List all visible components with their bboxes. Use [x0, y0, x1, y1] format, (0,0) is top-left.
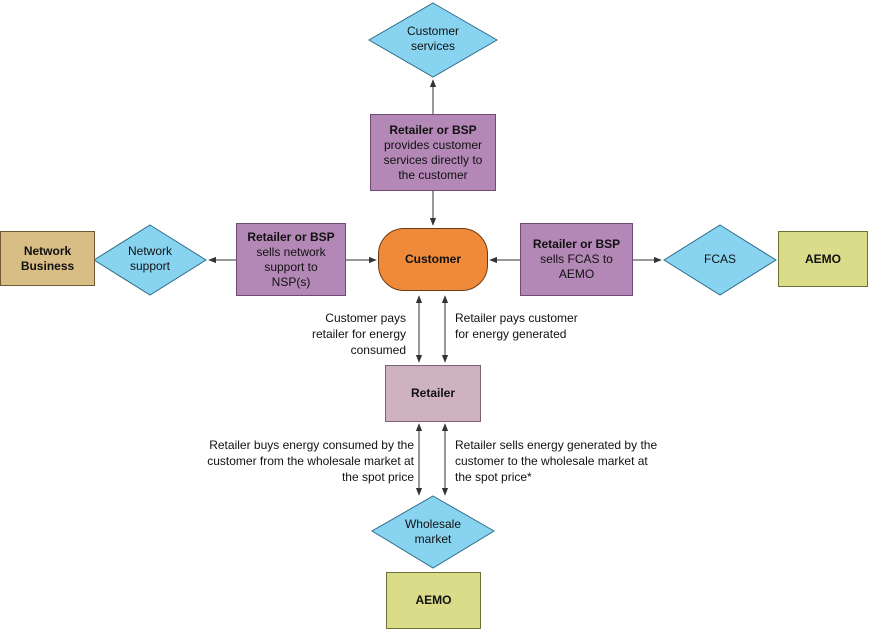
retailer-bsp-description: sells FCAS to AEMO — [540, 252, 613, 281]
retailer-bsp-fcas-box: Retailer or BSP sells FCAS to AEMO — [520, 223, 633, 296]
retailer-bsp-network-support-box: Retailer or BSP sells network support to… — [236, 223, 346, 296]
retailer-buys-label: Retailer buys energy consumed by the cus… — [207, 438, 414, 484]
customer-services-label: Customer services — [406, 24, 459, 53]
retailer-box: Retailer — [385, 365, 481, 422]
aemo-right-box: AEMO — [778, 231, 868, 287]
network-support-diamond — [93, 224, 207, 296]
aemo-label: AEMO — [805, 251, 841, 266]
retailer-label: Retailer — [410, 386, 456, 400]
customer-label: Customer — [404, 252, 461, 266]
aemo-label: AEMO — [415, 593, 452, 607]
retailer-bsp-title: Retailer or BSP — [532, 237, 621, 251]
retailer-pays-label: Retailer pays customer for energy genera… — [455, 311, 578, 341]
retailer-bsp-description: provides customer services directly to t… — [383, 137, 483, 182]
customer-services-diamond — [368, 2, 498, 78]
fcas-diamond — [663, 224, 777, 296]
network-business-label: Network Business — [20, 243, 75, 273]
retailer-bsp-description: sells network support to NSP(s) — [256, 244, 326, 289]
customer-pays-label: Customer pays retailer for energy consum… — [311, 311, 406, 357]
wholesale-market-diamond — [371, 495, 495, 569]
retailer-sells-label: Retailer sells energy generated by the c… — [455, 438, 658, 484]
retailer-bsp-title: Retailer or BSP — [247, 229, 335, 244]
customer-node: Customer — [378, 228, 488, 291]
aemo-bottom-box: AEMO — [386, 572, 481, 629]
network-business-box: Network Business — [0, 231, 95, 286]
retailer-bsp-title: Retailer or BSP — [389, 122, 477, 137]
fcas-label: FCAS — [703, 252, 736, 266]
network-support-label: Network support — [127, 244, 172, 273]
wholesale-market-label: Wholesale market — [404, 517, 462, 546]
retailer-bsp-customer-services-box: Retailer or BSP provides customer servic… — [370, 114, 496, 191]
